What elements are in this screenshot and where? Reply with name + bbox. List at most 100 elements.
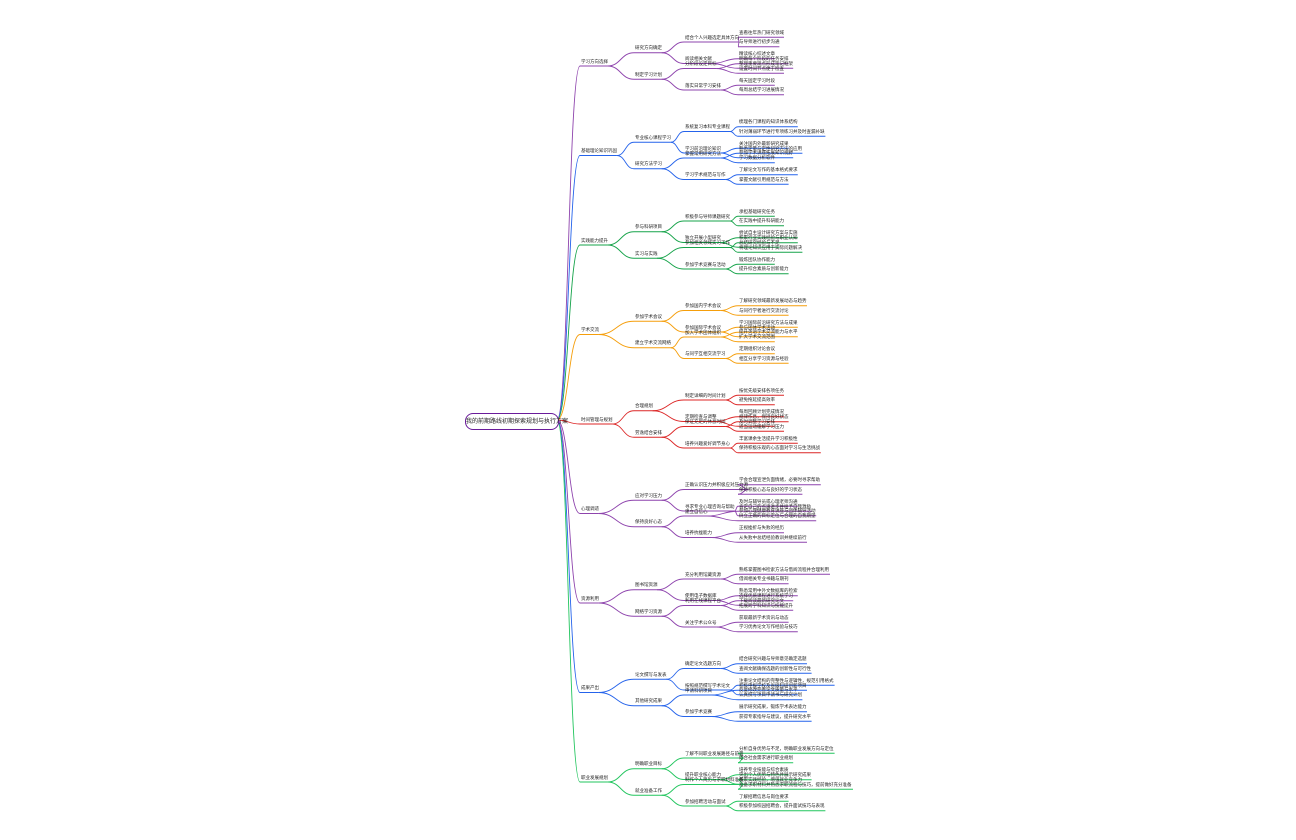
leaf-node[interactable]: 借阅相关专业书籍与期刊 [739, 577, 789, 583]
leaf-node[interactable]: 将理论知识应用于实际问题解决 [739, 245, 802, 251]
leaf-node[interactable]: 积累行业实践经验与职业认知 [739, 236, 798, 242]
leaf-node[interactable]: 在实践中提升科研能力 [739, 219, 784, 225]
level3-node[interactable]: 与同学互相交流学习 [685, 352, 726, 357]
leaf-node[interactable]: 及时调整学习安排 [739, 419, 775, 425]
branch-node[interactable]: 心理调适 [581, 507, 599, 512]
level3-node[interactable]: 参加招聘活动与面试 [685, 799, 726, 805]
leaf-node[interactable]: 查阅文献确保选题的创新性与可行性 [739, 666, 811, 672]
leaf-node[interactable]: 熟悉常用中外文数据库的检索 [739, 589, 798, 595]
level2-node[interactable]: 劳逸结合安排 [635, 430, 662, 436]
level3-node[interactable]: 了解不同职业发展路径与前景 [685, 751, 744, 757]
leaf-node[interactable]: 获取最新学术资讯与动态 [739, 615, 789, 621]
branch-node[interactable]: 学习方向选择 [581, 59, 608, 65]
level3-node[interactable]: 系统复习本科专业课程 [685, 125, 730, 130]
leaf-node[interactable]: 保持积极心态与良好的学习状态 [739, 487, 802, 493]
leaf-node[interactable]: 学习国际前沿研究方法与成果 [739, 320, 798, 326]
level2-node[interactable]: 实习与实践 [635, 251, 658, 257]
branch-node[interactable]: 时间管理与规划 [581, 417, 613, 423]
leaf-node[interactable]: 锻炼团队协作能力 [739, 257, 775, 263]
level3-node[interactable]: 按照规范撰写学术论文 [685, 683, 730, 689]
level2-node[interactable]: 就业准备工作 [635, 788, 662, 794]
branch-node[interactable]: 职业发展规划 [581, 775, 608, 781]
level3-node[interactable]: 提升职业核心能力 [685, 773, 721, 778]
level3-node[interactable]: 申请科研项目 [685, 688, 712, 694]
level3-node[interactable]: 参加学术竞赛与活动 [685, 262, 726, 268]
level3-node[interactable]: 充分利用馆藏资源 [685, 572, 721, 578]
leaf-node[interactable]: 了解论文写作的基本格式要求 [739, 168, 798, 174]
level3-node[interactable]: 正确认识压力并积极应对压力源 [685, 483, 748, 488]
level3-node[interactable]: 制作个人简历与求职材料准备 [685, 778, 744, 783]
leaf-node[interactable]: 了解招聘信息与岗位要求 [739, 794, 789, 800]
leaf-node[interactable]: 正视挫折与失败的经历 [739, 526, 784, 532]
level3-node[interactable]: 参加国际学术会议 [685, 325, 721, 331]
leaf-node[interactable]: 规律作息，保持良好状态 [739, 415, 789, 421]
level3-node[interactable]: 确定论文选题方向 [685, 662, 721, 667]
leaf-node[interactable]: 分析自身优势与不足，明确职业发展方向与定位 [739, 746, 834, 752]
level2-node[interactable]: 参加学术会议 [635, 314, 662, 320]
leaf-node[interactable]: 与导师进行初步沟通 [739, 40, 780, 46]
level3-node[interactable]: 建立自信心 [685, 509, 708, 515]
leaf-node[interactable]: 参加心理健康教育讲座与团体辅导活动 [739, 509, 816, 515]
leaf-node[interactable]: 认真撰写项目申请书与研究计划 [739, 693, 802, 699]
level2-node[interactable]: 专业核心课程学习 [635, 135, 671, 141]
leaf-node[interactable]: 学习数据分析软件 [739, 156, 775, 162]
leaf-node[interactable]: 关注国内外最新研究成果 [739, 141, 789, 147]
level3-node[interactable]: 学习学术规范与写作 [685, 173, 726, 178]
leaf-node[interactable]: 提升英语学术交流能力与水平 [739, 330, 798, 336]
level2-node[interactable]: 研究方向确定 [635, 46, 662, 52]
leaf-node[interactable]: 树立正确的目标定位与合理的自我期望 [739, 514, 816, 520]
leaf-node[interactable]: 掌握文献引用规范与方法 [739, 177, 789, 183]
level3-node[interactable]: 参加学术竞赛 [685, 710, 712, 715]
leaf-node[interactable]: 展示研究成果，锻炼学术表达能力 [739, 705, 807, 711]
leaf-node[interactable]: 针对薄弱环节进行专项练习并及时查漏补缺 [739, 129, 825, 135]
level3-node[interactable]: 培养兴趣爱好调节身心 [685, 441, 730, 447]
leaf-node[interactable]: 整理重要观点形成笔记框架 [739, 61, 793, 67]
leaf-node[interactable]: 积极申报学校及省级科研创新项目 [739, 683, 807, 689]
level2-node[interactable]: 网络学习资源 [635, 609, 662, 615]
leaf-node[interactable]: 结合研究兴趣与导师意见确定选题 [739, 657, 807, 663]
leaf-node[interactable]: 注重论文结构的完整性与逻辑性，规范引用格式 [739, 678, 834, 684]
leaf-node[interactable]: 熟练掌握图书检索方法与借阅流程并合理利用 [739, 567, 829, 573]
level2-node[interactable]: 其他研究成果 [635, 699, 662, 705]
level2-node[interactable]: 建立学术交流网络 [635, 341, 671, 347]
leaf-node[interactable]: 丰富课余生活提升学习积极性 [739, 436, 798, 442]
level2-node[interactable]: 应对学习压力 [635, 493, 662, 499]
leaf-node[interactable]: 定期组织讨论会议 [739, 347, 775, 353]
leaf-node[interactable]: 参加学术讲座拓展知识视野 [739, 151, 793, 157]
leaf-node[interactable]: 适当运动缓解学习压力 [739, 424, 784, 430]
level2-node[interactable]: 图书馆资源 [635, 583, 658, 589]
branch-node[interactable]: 基础理论知识巩固 [581, 149, 617, 154]
level3-node[interactable]: 定期检查与调整 [685, 415, 717, 420]
level3-node[interactable]: 积极参与导师课题研究 [685, 214, 730, 220]
leaf-node[interactable]: 积极参加校园招聘会，提升面试技巧与表现 [739, 804, 825, 810]
level3-node[interactable]: 加入学术团体组织 [685, 330, 721, 336]
leaf-node[interactable]: 保持积极乐观的心态面对学习与生活挑战 [739, 446, 820, 452]
leaf-node[interactable]: 明确每个阶段的任务安排 [739, 57, 789, 63]
leaf-node[interactable]: 从失败中总结经验教训并继续前行 [739, 535, 807, 541]
level2-node[interactable]: 制定学习计划 [635, 72, 662, 78]
level3-node[interactable]: 使用电子数据库 [685, 594, 717, 599]
level2-node[interactable]: 合理规划 [635, 404, 653, 410]
leaf-node[interactable]: 拓展跨学科知识与技能提升 [739, 603, 793, 609]
leaf-node[interactable]: 了解研究领域最新发展动态与趋势 [739, 299, 807, 305]
level2-node[interactable]: 参与科研项目 [635, 225, 662, 231]
leaf-node[interactable]: 承担基础研究任务 [739, 209, 775, 215]
branch-node[interactable]: 实践能力提升 [581, 238, 608, 244]
leaf-node[interactable]: 熟悉定量与定性研究方法的应用 [739, 146, 802, 152]
leaf-node[interactable]: 按优先级安排各项任务 [739, 388, 784, 394]
leaf-node[interactable]: 肯定自己的点滴进步并给予自我激励 [739, 504, 811, 510]
level3-node[interactable]: 掌握常用研究方法 [685, 151, 721, 157]
leaf-node[interactable]: 总结研究经验与不足 [739, 240, 780, 246]
leaf-node[interactable]: 下载阅读最新研究论文 [739, 598, 784, 604]
leaf-node[interactable]: 扩大学术交流范围 [739, 335, 775, 341]
level2-node[interactable]: 研究方法学习 [635, 162, 662, 168]
level3-node[interactable]: 培养抗挫能力 [685, 531, 712, 536]
leaf-node[interactable]: 每周回顾计划完成情况 [739, 410, 784, 416]
level3-node[interactable]: 学习前沿理论知识 [685, 146, 721, 152]
level3-node[interactable]: 结合个人兴趣选定具体方向 [685, 35, 739, 41]
leaf-node[interactable]: 参与团体学术活动 [739, 325, 775, 331]
leaf-node[interactable]: 查看往年热门研究领域 [739, 30, 784, 36]
level3-node[interactable]: 参加相关领域实习工作 [685, 241, 730, 246]
branch-node[interactable]: 资源利用 [581, 596, 599, 602]
leaf-node[interactable]: 结合社会需求进行职业规划 [739, 756, 793, 762]
